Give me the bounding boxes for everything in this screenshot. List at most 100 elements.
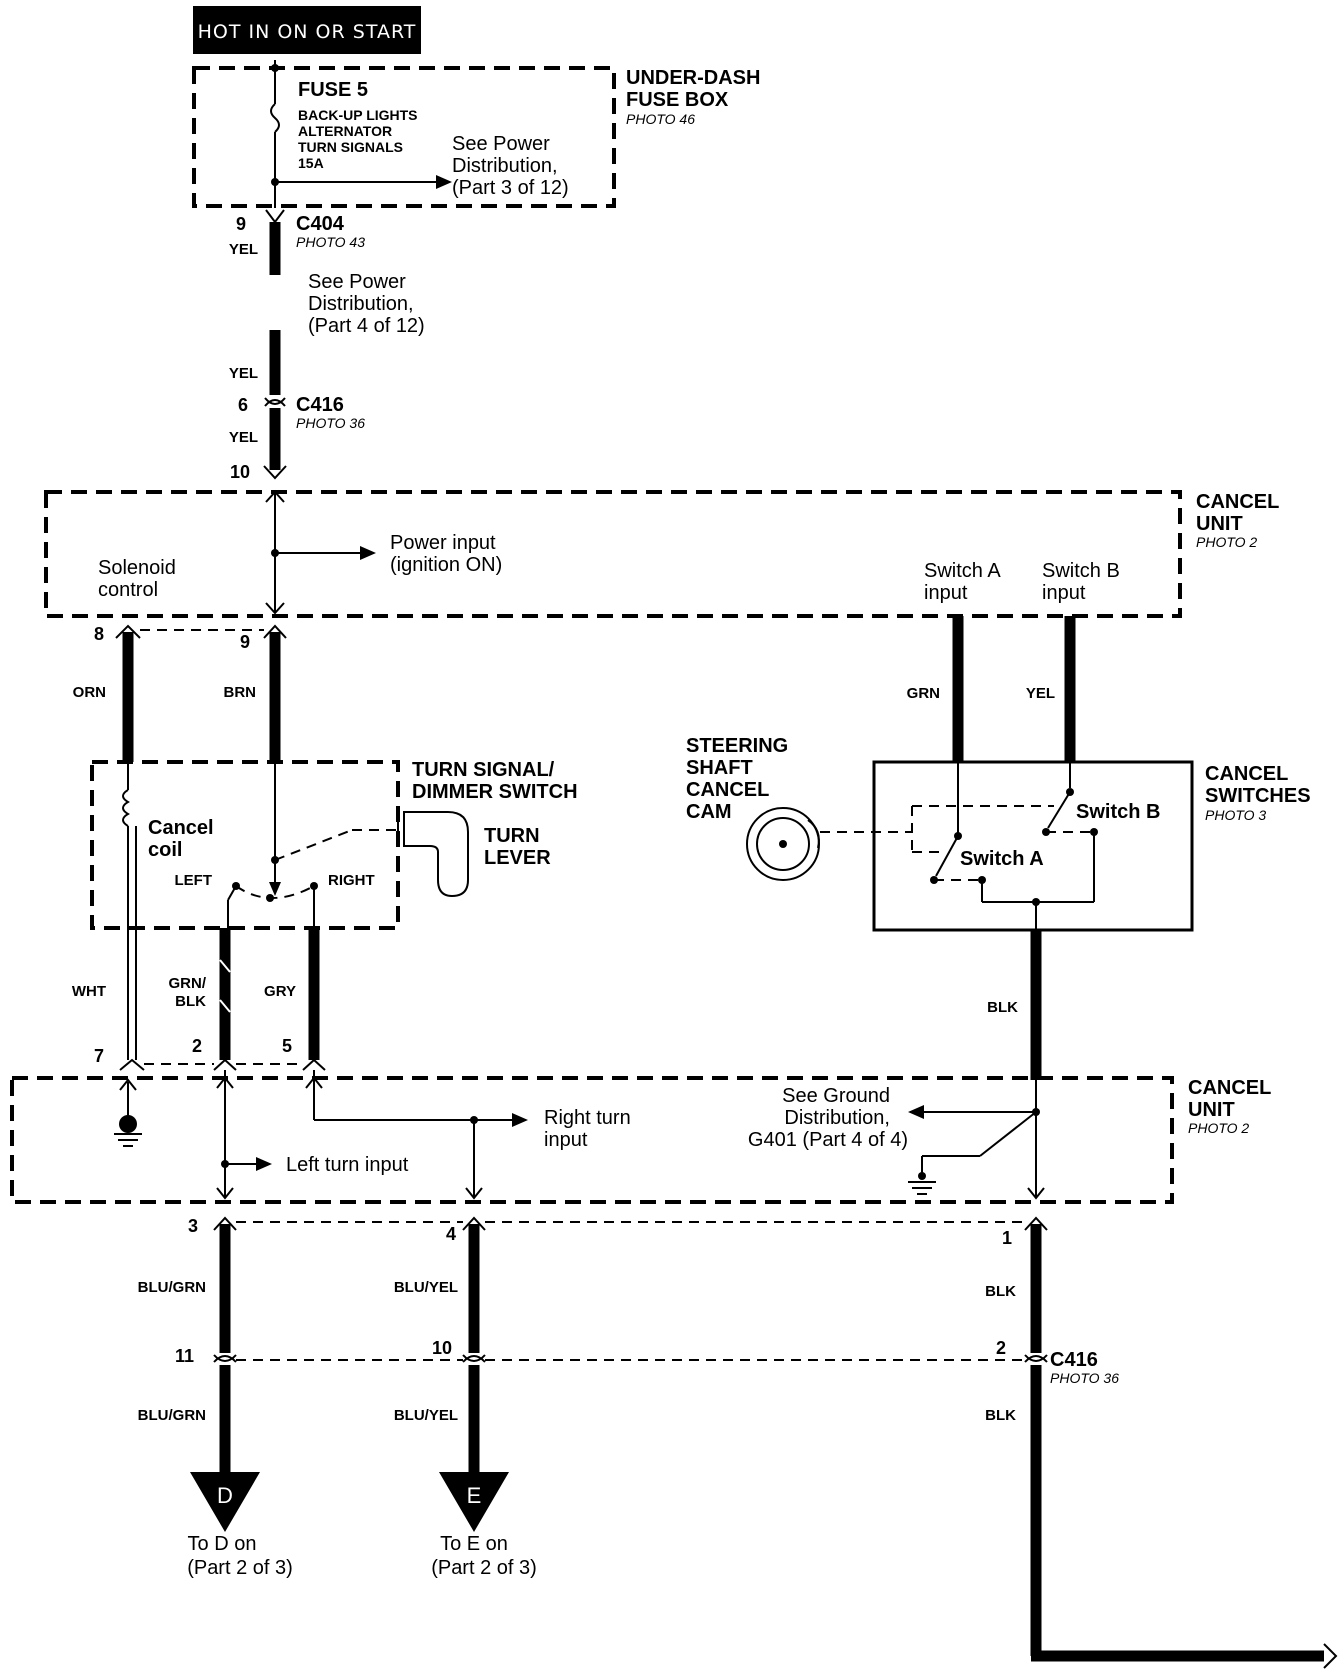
wire-gry: GRY (264, 983, 296, 1000)
switch-b-label: Switch B (1076, 801, 1160, 823)
arrow-right-icon (436, 175, 452, 189)
cancel-switches-title-2: SWITCHES (1205, 785, 1311, 807)
output-e-letter: E (467, 1483, 482, 1508)
wire-grn: GRN (907, 685, 940, 702)
output-e-arrow-icon (439, 1472, 509, 1532)
ground-ref-arrow-icon (908, 1105, 924, 1119)
wire-blu-grn-upper: BLU/GRN (138, 1279, 206, 1296)
cam-label-3: CANCEL (686, 779, 769, 801)
lower-wires: 3 4 1 BLU/GRN BLU/YEL BLK 11 10 2 C416 P… (138, 1216, 1338, 1669)
c416-top-wire-above: YEL (229, 365, 258, 382)
wire-grn-blk-2: BLK (175, 993, 206, 1010)
c404-photo: PHOTO 43 (296, 234, 365, 250)
wire-blk-lower-2: BLK (985, 1407, 1016, 1424)
output-e: E To E on (Part 2 of 3) (431, 1472, 537, 1579)
c416-top-photo: PHOTO 36 (296, 415, 365, 431)
cancel-switches: GRN YEL CANCEL SWITCHES PHOTO 3 Switch A… (872, 616, 1311, 932)
power-ref-3: (Part 4 of 12) (308, 315, 425, 337)
wire-blu-yel-upper: BLU/YEL (394, 1279, 458, 1296)
left-turn-input-label: Left turn input (286, 1154, 409, 1176)
wire-blk-upper: BLK (987, 999, 1018, 1016)
turn-lever-icon (403, 811, 469, 898)
output-d-arrow-icon (190, 1472, 260, 1532)
cancel-coil-label: Cancel (148, 817, 214, 839)
wire-yel: YEL (1026, 685, 1055, 702)
switch-b-input-label: Switch B (1042, 560, 1120, 582)
ground-icon (119, 1115, 137, 1133)
fuse-name: FUSE 5 (298, 79, 368, 101)
fuse-circuit-4: 15A (298, 155, 324, 171)
cancel-unit-bottom-title-2: UNIT (1188, 1099, 1235, 1121)
switch-b-input-label-2: input (1042, 582, 1086, 604)
pin-7: 7 (94, 1046, 104, 1066)
wire-blk-lower-1: BLK (985, 1283, 1016, 1300)
yel-feed-wire: 9 YEL C404 PHOTO 43 See Power Distributi… (229, 209, 425, 482)
cancel-coil-icon (122, 789, 130, 827)
output-e-label: To E on (440, 1533, 508, 1555)
fuse-ref-1: See Power (452, 133, 550, 155)
c416-bottom-photo: PHOTO 36 (1050, 1370, 1119, 1386)
power-input-arrow-icon (360, 546, 376, 560)
wire-orn: ORN (73, 684, 106, 701)
cancel-unit-bottom-title: CANCEL (1188, 1077, 1271, 1099)
output-d-label-2: (Part 2 of 3) (187, 1557, 293, 1579)
wire-brn: BRN (224, 684, 257, 701)
right-turn-input-label: Right turn (544, 1107, 631, 1129)
switch-a-label: Switch A (960, 848, 1044, 870)
cancel-unit-bottom-photo: PHOTO 2 (1188, 1120, 1249, 1136)
fuse-box-title-2: FUSE BOX (626, 89, 729, 111)
wire-grn-blk: GRN/ (169, 975, 207, 992)
turn-signal-dimmer-switch: TURN SIGNAL/ DIMMER SWITCH Cancel coil L… (90, 759, 578, 1060)
power-ref-1: See Power (308, 271, 406, 293)
blk-continue-arrow-icon (1323, 1643, 1338, 1669)
cancel-switches-photo: PHOTO 3 (1205, 807, 1266, 823)
right-position-label: RIGHT (328, 872, 375, 889)
cancel-coil-label-2: coil (148, 839, 182, 861)
wire-blu-yel-lower: BLU/YEL (394, 1407, 458, 1424)
fuse-5-icon (270, 103, 280, 133)
ground-ref-label-3: G401 (Part 4 of 4) (748, 1129, 908, 1151)
fuse-box-title: UNDER-DASH (626, 67, 760, 89)
fuse-box-photo: PHOTO 46 (626, 111, 695, 127)
pin-9: 9 (240, 632, 250, 652)
fuse-circuit-2: ALTERNATOR (298, 123, 392, 139)
cam-label-2: SHAFT (686, 757, 753, 779)
pin-10: 10 (432, 1338, 452, 1358)
cancel-unit-top-title-2: UNIT (1196, 513, 1243, 535)
header-label: HOT IN ON OR START (198, 21, 417, 43)
wire-wht: WHT (72, 983, 106, 1000)
orn-brn-wires: 8 9 ORN BRN (73, 624, 287, 762)
cam-label-1: STEERING (686, 735, 788, 757)
ground-ref-label: See Ground (782, 1085, 890, 1107)
c416-bottom-label: C416 (1050, 1349, 1098, 1371)
ground-ref-label-2: Distribution, (784, 1107, 890, 1129)
output-d: D To D on (Part 2 of 3) (187, 1472, 293, 1579)
switch-a-input-label: Switch A (924, 560, 1001, 582)
output-d-letter: D (217, 1483, 233, 1508)
pin-2-c416: 2 (996, 1338, 1006, 1358)
right-turn-arrow-icon (512, 1113, 528, 1127)
turn-switch-title-2: DIMMER SWITCH (412, 781, 578, 803)
pin-8: 8 (94, 624, 104, 644)
fuse-circuit-1: BACK-UP LIGHTS (298, 107, 418, 123)
cancel-switches-title: CANCEL (1205, 763, 1288, 785)
steering-shaft-cancel-cam: STEERING SHAFT CANCEL CAM (686, 735, 912, 881)
hot-in-on-or-start-tag: HOT IN ON OR START (193, 6, 421, 54)
ground-g401-icon (918, 1172, 926, 1180)
wire-blu-grn-lower: BLU/GRN (138, 1407, 206, 1424)
right-turn-input-label-2: input (544, 1129, 588, 1151)
c404-wire-color: YEL (229, 241, 258, 258)
c416-top-label: C416 (296, 394, 344, 416)
output-e-label-2: (Part 2 of 3) (431, 1557, 537, 1579)
switch-a-input-label-2: input (924, 582, 968, 604)
middle-wires: WHT GRN/ BLK GRY BLK 7 2 5 (72, 928, 1042, 1080)
c416-top-pin: 6 (238, 395, 248, 415)
pin-4: 4 (446, 1224, 456, 1244)
pin-1: 1 (1002, 1228, 1012, 1248)
cancel-unit-top-title: CANCEL (1196, 491, 1279, 513)
left-turn-arrow-icon (256, 1157, 272, 1171)
fuse-circuit-3: TURN SIGNALS (298, 139, 403, 155)
left-position-label: LEFT (175, 872, 213, 889)
c416-top-wire-below: YEL (229, 429, 258, 446)
cancel-unit-pin-10: 10 (230, 462, 250, 482)
